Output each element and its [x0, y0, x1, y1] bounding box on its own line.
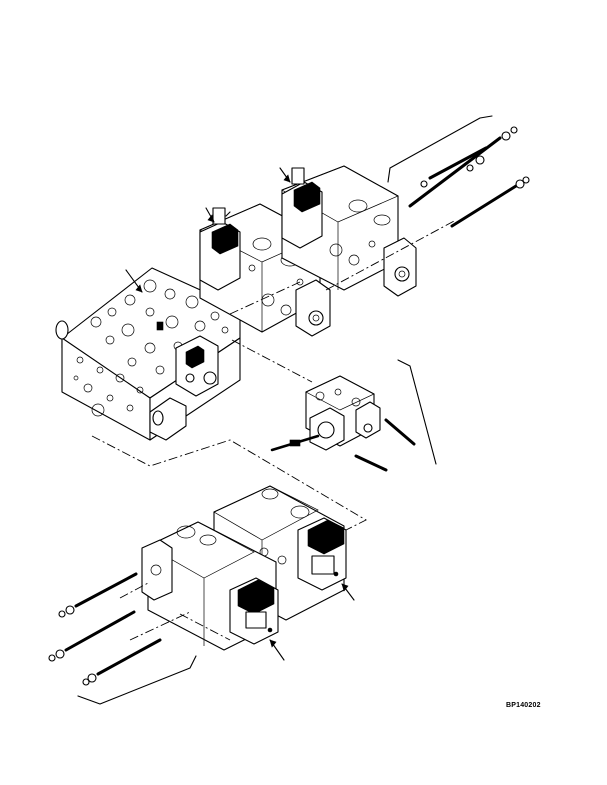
- lower-valve-section-left: [141, 521, 279, 651]
- lower-valve-section-right: [213, 485, 347, 621]
- main-manifold-block: [55, 267, 241, 441]
- middle-valve-module: [270, 359, 437, 472]
- upper-tie-rods: [387, 115, 530, 228]
- upper-valve-section-right: [281, 165, 417, 297]
- figure-reference-code: BP140202: [506, 702, 541, 709]
- alignment-centerlines: [91, 219, 457, 641]
- callout-leaders: [125, 167, 355, 661]
- lower-tie-rods: [48, 572, 197, 705]
